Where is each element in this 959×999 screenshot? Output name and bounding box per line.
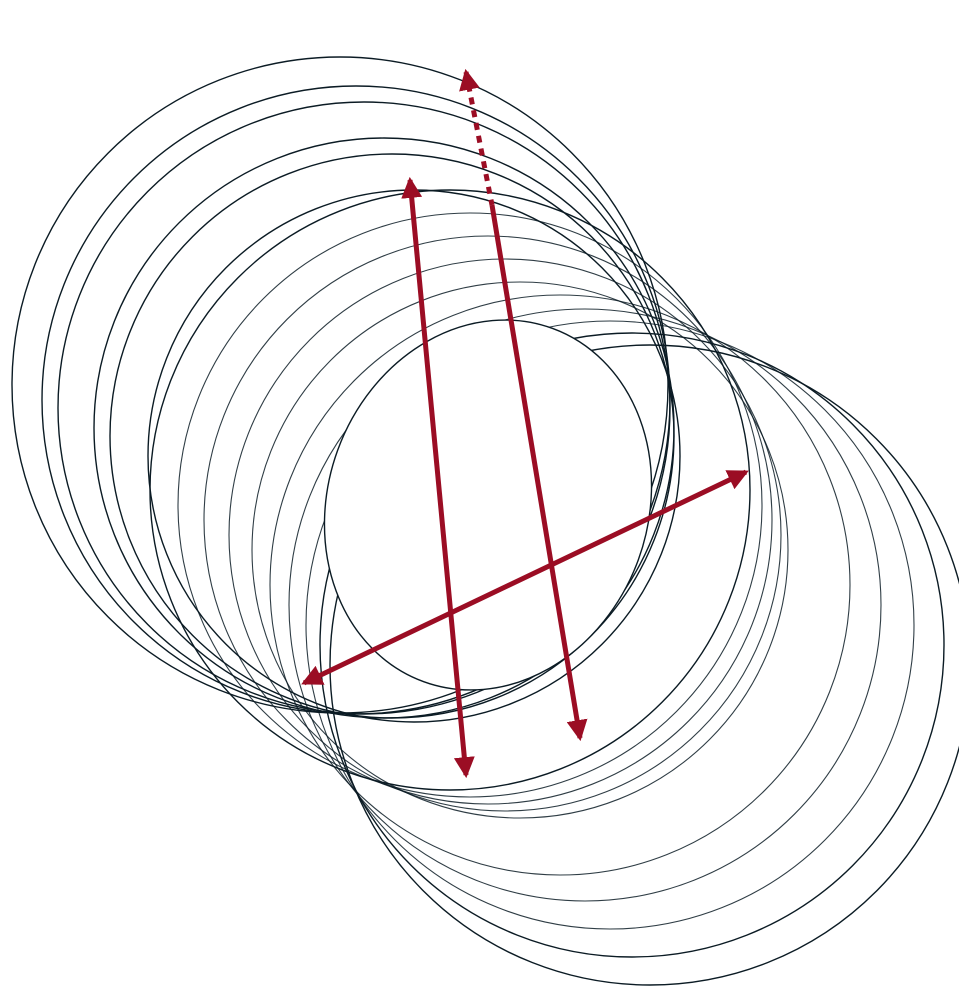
diagonal-arrow bbox=[301, 469, 749, 686]
ring-front-4 bbox=[319, 332, 945, 958]
right-vertical-arrow-dotted-segment bbox=[459, 68, 495, 206]
ring-back-gap-3 bbox=[147, 189, 681, 723]
ring-front-5 bbox=[329, 344, 959, 986]
ring-back-2 bbox=[57, 101, 671, 715]
ring-mid-4 bbox=[228, 258, 782, 812]
front-ring-stack bbox=[269, 294, 959, 986]
ring-front-2 bbox=[288, 308, 882, 902]
ring-back-3 bbox=[109, 153, 675, 719]
middle-ring-stack bbox=[149, 189, 789, 819]
ring-mid-5 bbox=[251, 281, 789, 819]
ring-back-gap-1 bbox=[41, 85, 671, 715]
measurement-arrows bbox=[301, 68, 749, 779]
ring-front-3 bbox=[305, 320, 915, 930]
ring-back-gap-2 bbox=[93, 137, 675, 719]
ring-mid-3 bbox=[203, 235, 773, 805]
ring-back-1 bbox=[11, 56, 669, 714]
back-ring-stack bbox=[11, 56, 681, 723]
ring-front-1 bbox=[269, 294, 851, 876]
